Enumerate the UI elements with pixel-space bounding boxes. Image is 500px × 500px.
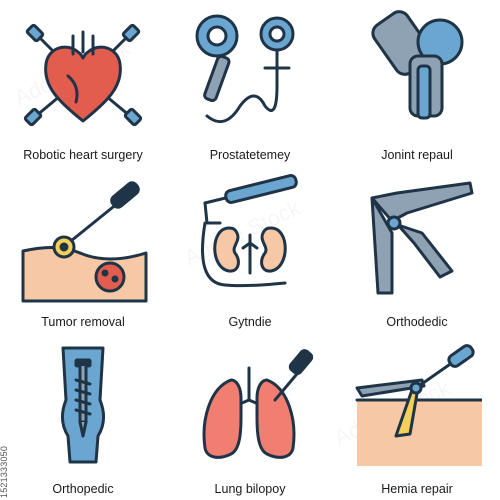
stock-id-text: 1521333050 (0, 445, 9, 498)
icon-label: Hemia repair (381, 482, 453, 496)
icon-label: Tumor removal (41, 315, 125, 329)
icon-tile-tumor-removal: Tumor removal (0, 167, 166, 333)
icon-tile-hernia-repair: Hemia repair (334, 334, 500, 500)
icon-tile-kidney: Gytndie (167, 167, 333, 333)
lung-biopsy-icon (202, 349, 314, 459)
joint-repair-icon (371, 10, 464, 120)
icon-tile-joint-repair: Jonint repaul (334, 0, 500, 166)
icon-label: Jonint repaul (381, 148, 453, 162)
icon-label: Gytndie (228, 315, 272, 329)
icon-label: Orthopedic (52, 482, 114, 496)
icon-tile-prostate: Prostatetemey (167, 0, 333, 166)
icon-label: Lung bilopoy (214, 482, 286, 496)
kidney-icon (201, 174, 298, 288)
icon-tile-lung-biopsy: Lung bilopoy (167, 334, 333, 500)
icon-label: Orthodedic (386, 315, 448, 329)
clamp-icon (370, 181, 474, 295)
bone-screw-icon (61, 346, 105, 464)
tumor-removal-icon (21, 181, 148, 303)
robotic-heart-icon (23, 23, 143, 127)
prostate-icon (195, 14, 295, 124)
icon-tile-clamp: Orthodedic (334, 167, 500, 333)
icon-tile-bone-screw: Orthopedic (0, 334, 166, 500)
icon-label: Prostatetemey (209, 148, 291, 162)
icon-label: Robotic heart surgery (23, 148, 143, 162)
icon-tile-robotic-heart: Robotic heart surgery (0, 0, 166, 166)
hernia-repair-icon (355, 344, 482, 466)
